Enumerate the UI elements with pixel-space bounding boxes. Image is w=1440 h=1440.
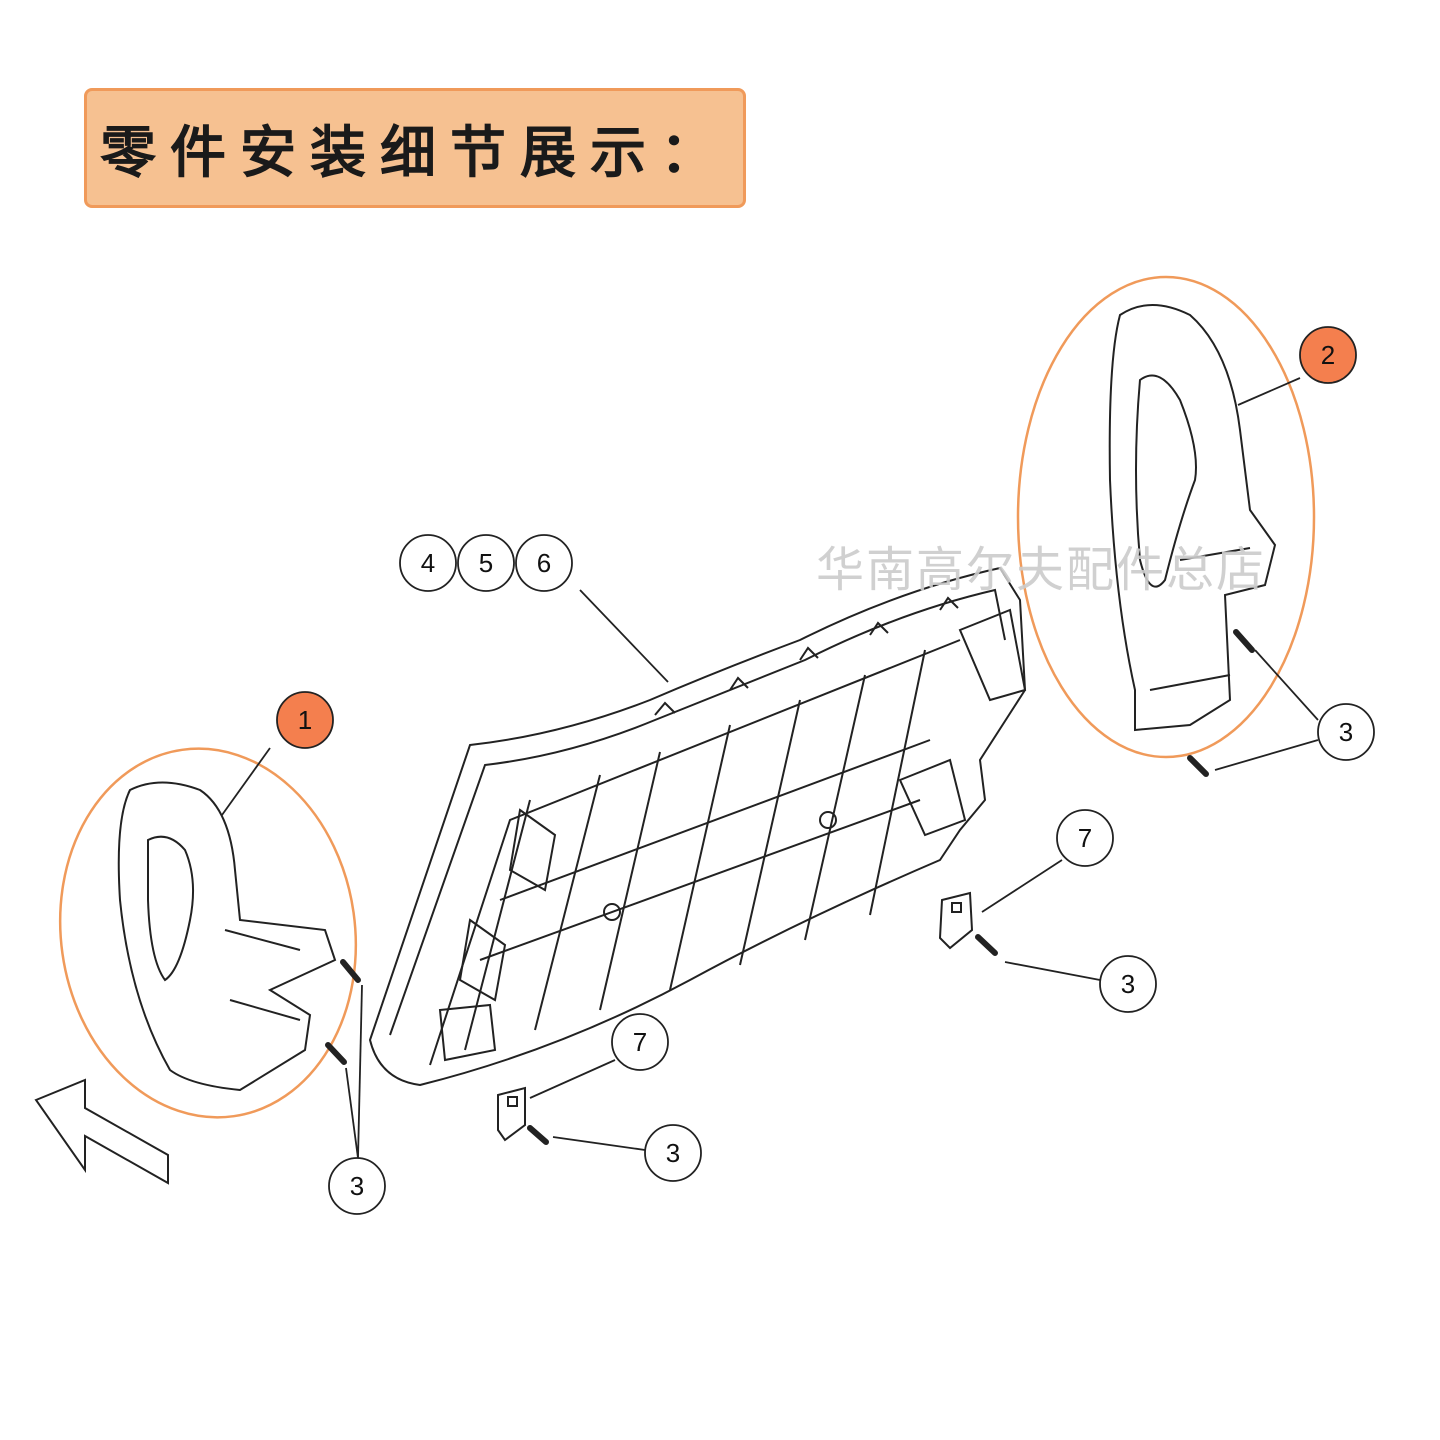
callout-7-right: 7 — [1056, 809, 1114, 867]
callout-6: 6 — [515, 534, 573, 592]
callout-4: 4 — [399, 534, 457, 592]
highlight-ellipse-right — [1016, 275, 1316, 759]
svg-text:3: 3 — [350, 1171, 364, 1201]
svg-text:7: 7 — [1078, 823, 1092, 853]
callout-3-right-top: 3 — [1317, 703, 1375, 761]
bracket-center — [497, 1086, 526, 1142]
callout-7-center: 7 — [611, 1013, 669, 1071]
direction-arrow-icon — [34, 1078, 169, 1185]
watermark-text: 华南高尔夫配件总店 — [816, 542, 1267, 598]
highlight-ellipse-left — [58, 747, 358, 1119]
right-handle — [1108, 304, 1277, 732]
svg-text:2: 2 — [1321, 340, 1335, 370]
leader-lines — [221, 377, 1319, 1159]
svg-text:7: 7 — [633, 1027, 647, 1057]
callout-5: 5 — [457, 534, 515, 592]
title-banner: 零件安装细节展示： — [84, 88, 746, 208]
callout-3-center: 3 — [644, 1124, 702, 1182]
svg-text:6: 6 — [537, 548, 551, 578]
callout-3-right-mid: 3 — [1099, 955, 1157, 1013]
page-title: 零件安装细节展示： — [100, 120, 730, 186]
callout-3-left: 3 — [328, 1157, 386, 1215]
svg-text:4: 4 — [421, 548, 435, 578]
left-handle — [117, 781, 337, 1092]
svg-text:3: 3 — [1121, 969, 1135, 999]
svg-text:5: 5 — [479, 548, 493, 578]
seat-back-panel — [368, 566, 1027, 1087]
bracket-right — [938, 891, 974, 950]
screw-set — [325, 629, 1255, 1145]
callout-2: 2 — [1299, 326, 1357, 384]
svg-text:3: 3 — [666, 1138, 680, 1168]
callout-1: 1 — [276, 691, 334, 749]
svg-text:1: 1 — [298, 705, 312, 735]
svg-text:3: 3 — [1339, 717, 1353, 747]
